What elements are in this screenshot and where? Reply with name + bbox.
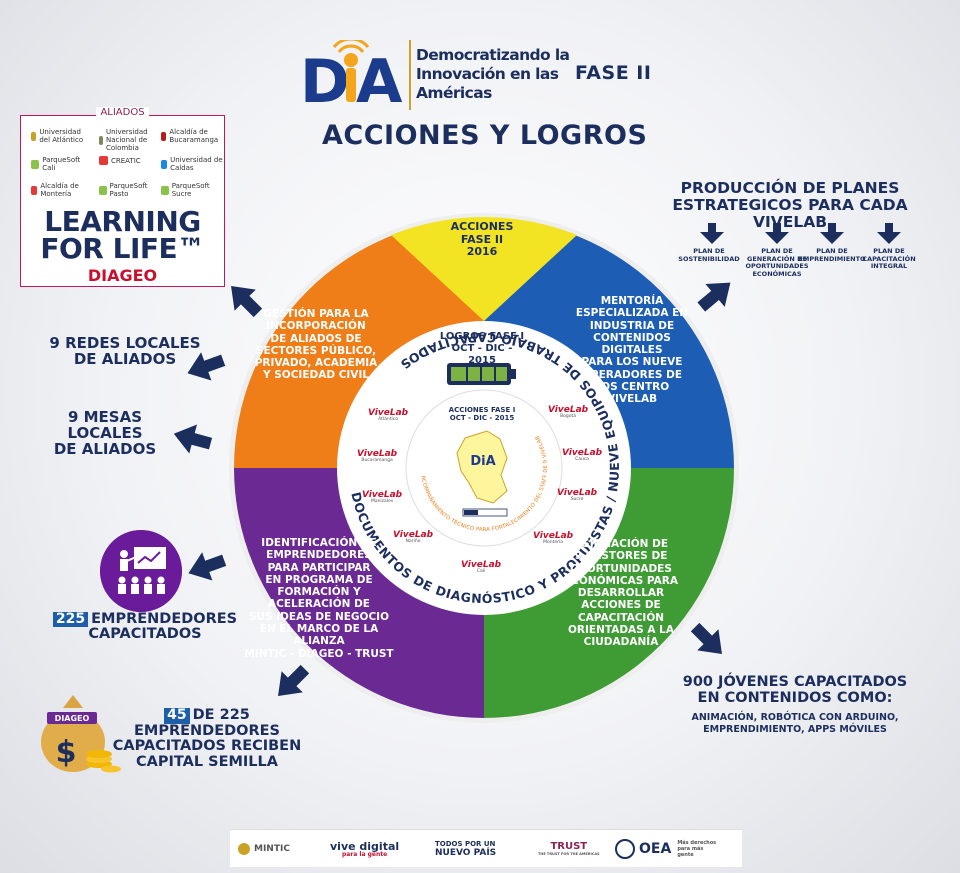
oea-globe-icon xyxy=(615,838,635,859)
partner-logo: ParqueSoft Sucre xyxy=(161,182,223,198)
partner-logo: ParqueSoft Cali xyxy=(31,156,91,172)
capital-count: 45 xyxy=(164,707,190,724)
partner-logo: ParqueSoft Pasto xyxy=(99,182,159,198)
partner-logo: Alcaldía de Montería xyxy=(31,182,91,198)
battery-icon xyxy=(447,363,516,385)
diageo-logo: DIAGEO xyxy=(87,266,158,285)
presentation-icon xyxy=(100,530,182,612)
allies-box: ALIADOS Universidad del Atlántico Univer… xyxy=(20,107,225,287)
tagline: Democratizando la Innovación en las Amér… xyxy=(416,46,570,102)
dia-logo: D A xyxy=(300,40,403,112)
mintic-logo: MINTIC xyxy=(238,830,290,867)
arrow-left-icon xyxy=(188,552,227,581)
svg-text:DIAGEO: DIAGEO xyxy=(55,714,90,723)
oea-logo: OEA Más derechos para más gente xyxy=(615,830,717,867)
page-title: ACCIONES Y LOGROS xyxy=(322,120,648,151)
mintic-seal-icon xyxy=(238,842,250,855)
money-bag-icon: DIAGEO $ xyxy=(41,695,121,773)
center-dia-logo: DiA xyxy=(470,454,495,469)
svg-text:A: A xyxy=(356,47,403,112)
segment-acciones xyxy=(391,217,577,321)
phase-label: FASE II xyxy=(575,62,652,84)
partner-logo: Universidad del Atlántico xyxy=(31,128,91,144)
partner-logo: Universidad de Caldas xyxy=(161,156,223,172)
learning-for-life-logo: LEARNING FOR LIFE™ xyxy=(40,205,205,265)
vive-digital-logo: vive digital para la gente xyxy=(330,839,400,858)
partner-logo: Alcaldía de Bucaramanga xyxy=(161,128,223,144)
svg-text:$: $ xyxy=(56,735,77,770)
jovenes-subtitle: ANIMACIÓN, ROBÓTICA CON ARDUINO,EMPRENDI… xyxy=(691,712,899,735)
colombia-map xyxy=(456,430,508,504)
header-divider xyxy=(409,40,411,110)
wheel-diagram: DOCUMENTOS DE DIAGNÓSTICO Y PROPUESTAS /… xyxy=(229,213,739,723)
todos-por-un-nuevo-pais-logo: TODOS POR UN NUEVO PAÍS xyxy=(435,839,497,858)
partner-logo: Universidad Nacional de Colombia xyxy=(99,128,159,152)
partner-logo: CREATIC xyxy=(99,156,159,165)
trust-logo: TRUST THE TRUST FOR THE AMERICAS xyxy=(538,841,600,856)
svg-text:D: D xyxy=(300,47,350,112)
emprendedores-count: 225 xyxy=(52,612,89,627)
footer-logos: MINTIC vive digital para la gente TODOS … xyxy=(230,829,742,867)
loading-bar xyxy=(462,508,508,517)
allies-label: ALIADOS xyxy=(21,107,224,118)
